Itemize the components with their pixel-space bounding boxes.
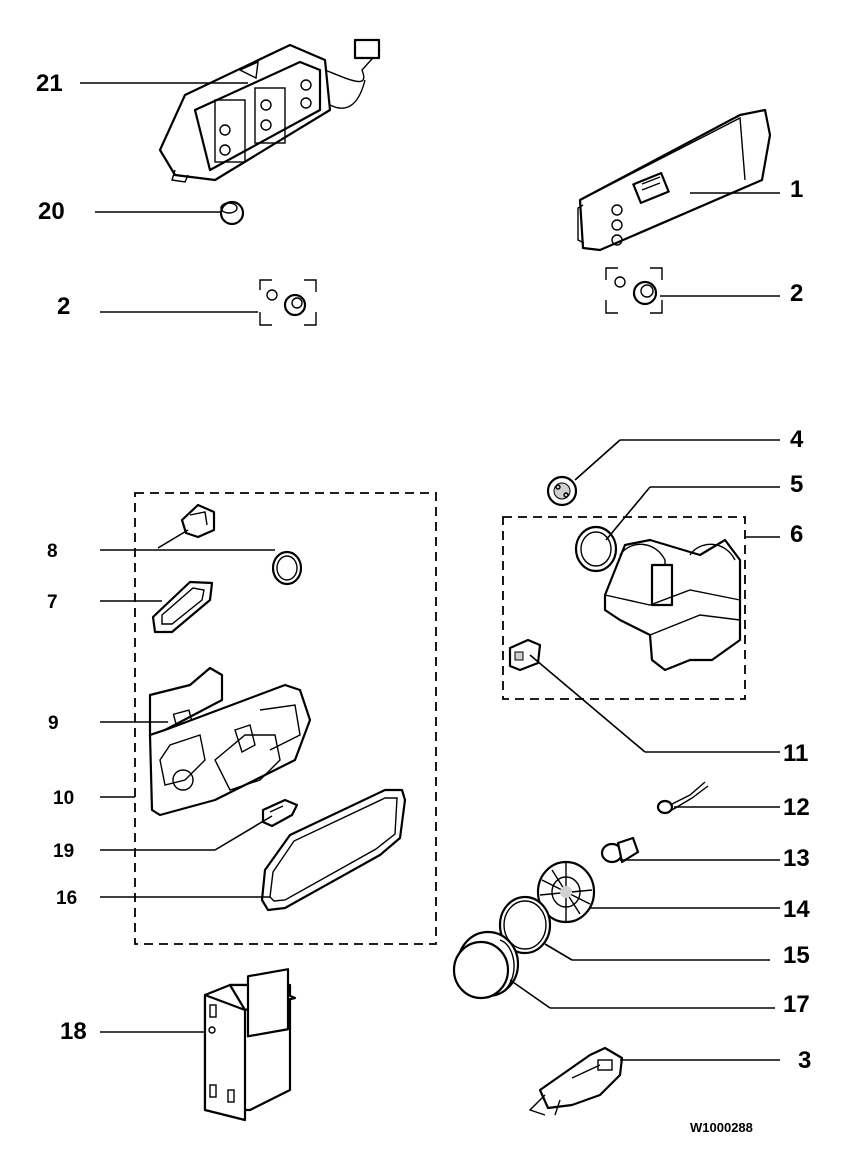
part-3-connector[interactable] bbox=[528, 1046, 624, 1116]
part-20-knob[interactable] bbox=[219, 200, 245, 226]
part-9-10-lock-body[interactable] bbox=[148, 666, 312, 817]
label-11: 11 bbox=[783, 740, 808, 767]
part-2-button-left[interactable] bbox=[259, 279, 317, 326]
label-3: 3 bbox=[798, 1047, 811, 1074]
label-10: 10 bbox=[53, 788, 74, 809]
part-19-clip[interactable] bbox=[261, 798, 299, 828]
label-9: 9 bbox=[48, 713, 59, 734]
part-21-control-module[interactable] bbox=[158, 38, 381, 183]
label-1: 1 bbox=[790, 176, 803, 203]
label-5: 5 bbox=[790, 471, 803, 498]
drawing-code: W1000288 bbox=[690, 1120, 753, 1135]
label-16: 16 bbox=[56, 888, 77, 909]
label-2-left: 2 bbox=[57, 293, 70, 320]
part-8-clip-and-ring[interactable] bbox=[180, 503, 303, 586]
part-18-transformer[interactable] bbox=[203, 968, 297, 1122]
label-2-right: 2 bbox=[790, 280, 803, 307]
part-14-ring-nut[interactable] bbox=[536, 860, 596, 924]
label-4: 4 bbox=[790, 426, 804, 453]
door-lock-assembly-outline bbox=[134, 492, 437, 945]
part-13-lamp[interactable] bbox=[600, 836, 640, 864]
label-6: 6 bbox=[790, 521, 803, 548]
part-17-knob-cap[interactable] bbox=[452, 930, 520, 1000]
leader-lines bbox=[80, 82, 780, 1061]
part-12-sensor[interactable] bbox=[656, 781, 709, 815]
part-6-dispenser[interactable] bbox=[603, 538, 742, 672]
part-2-button-right[interactable] bbox=[605, 267, 663, 314]
part-16-door-gasket[interactable] bbox=[260, 788, 407, 912]
part-1-control-panel[interactable] bbox=[577, 108, 772, 252]
part-number-labels: 21 20 2 1 2 4 5 6 8 7 9 10 19 16 11 12 1… bbox=[36, 70, 811, 1135]
dispenser-assembly-outline bbox=[502, 516, 746, 700]
label-14: 14 bbox=[783, 896, 810, 923]
label-13: 13 bbox=[783, 845, 810, 872]
part-4-disc[interactable] bbox=[546, 475, 578, 507]
label-12: 12 bbox=[783, 794, 810, 821]
label-8: 8 bbox=[47, 541, 58, 562]
label-21: 21 bbox=[36, 70, 63, 97]
label-15: 15 bbox=[783, 942, 810, 969]
part-15-seal-ring[interactable] bbox=[498, 895, 552, 955]
label-7: 7 bbox=[47, 592, 58, 613]
part-11-switch[interactable] bbox=[508, 638, 542, 672]
label-19: 19 bbox=[53, 841, 74, 862]
part-7-gasket[interactable] bbox=[151, 580, 214, 634]
label-18: 18 bbox=[60, 1018, 87, 1045]
label-17: 17 bbox=[783, 991, 810, 1018]
part-5-o-ring[interactable] bbox=[574, 525, 618, 573]
label-20: 20 bbox=[38, 198, 65, 225]
